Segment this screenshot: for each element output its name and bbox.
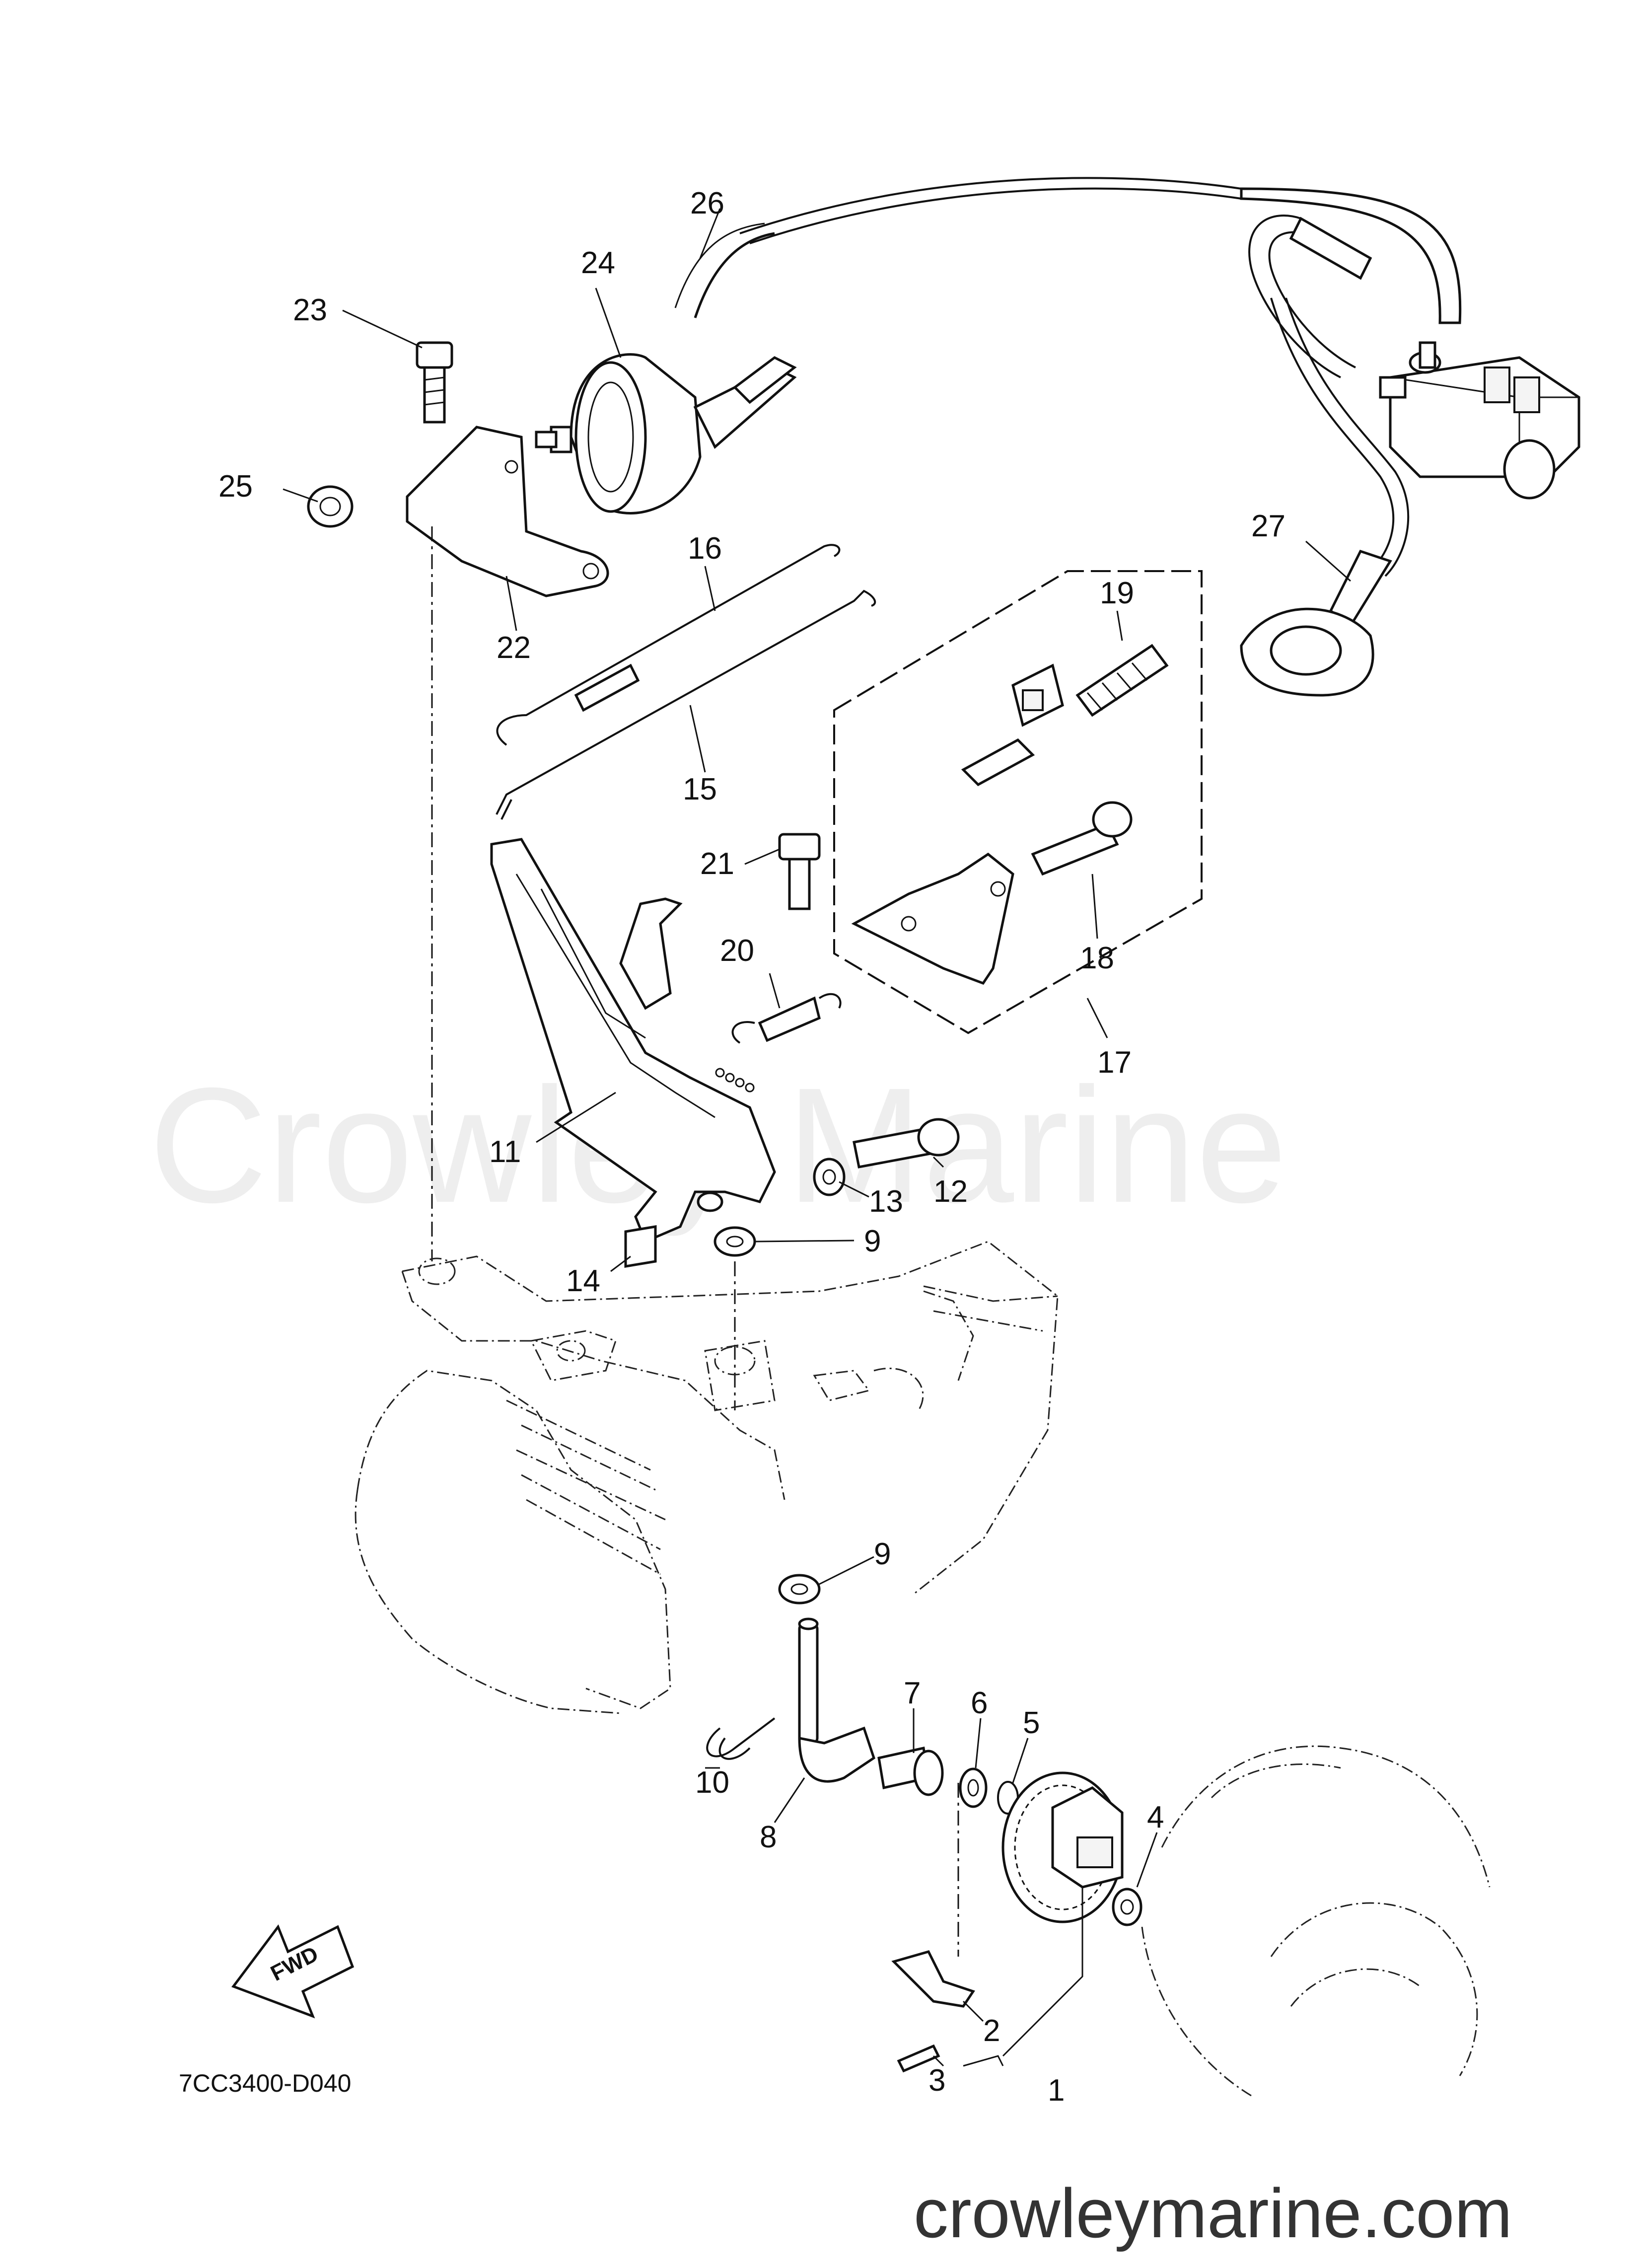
callout-19: 19	[1100, 576, 1134, 610]
callout-labels: 26 24 23 25 22 16 15 27 19 18 21 20 17 1…	[218, 186, 1285, 2108]
callout-11: 11	[489, 1135, 521, 1169]
nut-25	[307, 485, 354, 528]
callout-2: 2	[983, 2014, 1000, 2048]
callout-9-upper: 9	[864, 1224, 881, 1258]
assembly-center-lines	[431, 526, 959, 1957]
nut-14	[624, 1225, 657, 1268]
valve-assembly	[1379, 341, 1580, 500]
bolt-18	[1031, 801, 1133, 876]
clip-2	[891, 1950, 975, 2008]
link-16-15	[496, 544, 876, 820]
callout-27: 27	[1251, 509, 1285, 543]
callout-22: 22	[497, 631, 531, 665]
vacuum-actuator-24	[535, 353, 797, 514]
callout-25: 25	[218, 469, 253, 504]
lever-8	[798, 1617, 875, 1783]
callout-13: 13	[869, 1184, 903, 1219]
callout-23: 23	[293, 293, 327, 327]
bolt-21	[778, 833, 821, 910]
washer-9-upper	[714, 1226, 756, 1257]
shaft-7	[877, 1746, 944, 1796]
engine-block	[355, 1241, 1059, 1714]
callout-17: 17	[1097, 1045, 1132, 1080]
throttle-lever-11	[490, 838, 776, 1244]
fwd-arrow-icon: FWD	[231, 1924, 355, 2019]
callout-12: 12	[933, 1174, 968, 1209]
washer-6	[959, 1767, 988, 1808]
bolt-12	[853, 1118, 960, 1169]
callout-26: 26	[690, 186, 724, 220]
throttle-bracket-17	[851, 663, 1064, 985]
washer-4	[1112, 1888, 1142, 1926]
callout-8: 8	[760, 1820, 777, 1854]
callout-3: 3	[928, 2063, 945, 2098]
group-box-17	[833, 570, 1203, 1034]
crankcase-phantom	[1141, 1745, 1491, 2097]
callout-1: 1	[1048, 2073, 1065, 2108]
callout-16: 16	[688, 531, 722, 566]
spring-20	[731, 993, 842, 1044]
clip-10	[706, 1717, 776, 1760]
washer-9-lower	[778, 1574, 821, 1605]
callout-20: 20	[720, 934, 754, 968]
hose-26	[674, 177, 1462, 324]
callout-9-lower: 9	[874, 1537, 891, 1571]
callout-18: 18	[1080, 941, 1114, 975]
website-url: crowleymarine.com	[914, 2174, 1512, 2252]
callout-10: 10	[695, 1765, 729, 1800]
bolt-23	[416, 341, 453, 424]
pin-3	[897, 2044, 940, 2073]
washer-13	[813, 1158, 846, 1196]
callout-24: 24	[581, 246, 615, 280]
callout-21: 21	[700, 847, 734, 881]
spring-19	[1075, 644, 1169, 717]
callout-15: 15	[683, 772, 717, 806]
callout-4: 4	[1147, 1800, 1164, 1834]
leader-lines	[283, 208, 1351, 2067]
callout-5: 5	[1023, 1706, 1040, 1740]
callout-14: 14	[566, 1264, 600, 1298]
callout-7: 7	[904, 1676, 921, 1710]
bracket-22	[406, 426, 609, 597]
diagram-code: 7CC3400-D040	[179, 2069, 351, 2097]
hose-27	[1240, 215, 1410, 697]
callout-6: 6	[971, 1686, 988, 1720]
governor-gear-1	[1001, 1771, 1124, 1923]
